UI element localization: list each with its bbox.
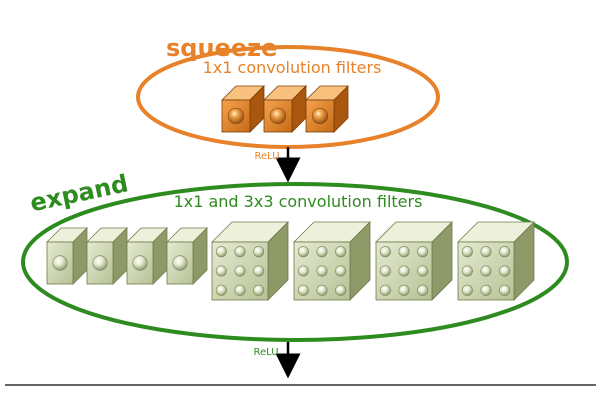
expand-subtitle: 1x1 and 3x3 convolution filters <box>174 192 423 211</box>
expand-filter-3x3-knob <box>297 265 309 277</box>
expand-filter-3x3-knob <box>480 265 492 277</box>
expand-filter-3x3-knob <box>297 246 309 258</box>
squeeze-filter-1x1 <box>305 85 349 133</box>
expand-filter-3x3-knob <box>379 265 391 277</box>
squeeze-section: squeeze 1x1 convolution filters <box>136 34 440 149</box>
expand-filter-3x3-knob <box>379 246 391 258</box>
expand-filter-3x3 <box>211 221 289 301</box>
squeeze-filter-1x1 <box>263 85 307 133</box>
expand-filter-3x3-knob <box>480 246 492 258</box>
expand-filter-3x3-knob <box>316 265 328 277</box>
squeeze-filters <box>221 85 349 133</box>
squeeze-relu-arrow: ReLU <box>254 147 301 183</box>
expand-filter-3x3 <box>457 221 535 301</box>
squeeze-filter-1x1-knob <box>269 107 287 125</box>
expand-filter-3x3-knob <box>335 265 347 277</box>
expand-filters <box>46 221 535 301</box>
expand-title: expand <box>28 169 131 217</box>
expand-activation-label: ReLU <box>253 347 278 358</box>
expand-filter-3x3-knob <box>379 284 391 296</box>
expand-filter-1x1 <box>46 227 88 285</box>
expand-filter-3x3-knob <box>398 265 410 277</box>
expand-filter-3x3-knob <box>417 284 429 296</box>
expand-filter-1x1-knob <box>52 255 68 271</box>
expand-filter-3x3-knob <box>417 265 429 277</box>
squeeze-title: squeeze <box>166 34 277 62</box>
expand-filter-3x3-knob <box>215 284 227 296</box>
expand-filter-3x3-knob <box>253 246 265 258</box>
expand-filter-3x3-knob <box>253 265 265 277</box>
expand-filter-3x3-knob <box>335 284 347 296</box>
expand-filter-1x1 <box>126 227 168 285</box>
squeeze-subtitle: 1x1 convolution filters <box>203 58 382 77</box>
expand-filter-3x3-knob <box>398 246 410 258</box>
expand-filter-1x1-knob <box>132 255 148 271</box>
expand-filter-3x3 <box>293 221 371 301</box>
expand-filter-3x3-knob <box>234 246 246 258</box>
expand-filter-3x3-knob <box>461 284 473 296</box>
expand-filter-1x1 <box>86 227 128 285</box>
expand-filter-1x1-knob <box>172 255 188 271</box>
squeeze-filter-1x1 <box>221 85 265 133</box>
expand-filter-3x3-knob <box>316 246 328 258</box>
expand-section: expand 1x1 and 3x3 convolution filters <box>21 169 569 342</box>
expand-filter-3x3-knob <box>234 265 246 277</box>
expand-filter-3x3-knob <box>480 284 492 296</box>
expand-ellipse <box>21 182 569 342</box>
expand-filter-3x3-knob <box>499 265 511 277</box>
expand-filter-3x3-knob <box>215 246 227 258</box>
expand-relu-arrow: ReLU <box>253 342 301 379</box>
expand-filter-3x3-knob <box>234 284 246 296</box>
squeeze-filter-1x1-knob <box>227 107 245 125</box>
squeeze-filter-1x1-knob <box>311 107 329 125</box>
expand-filter-3x3-knob <box>215 265 227 277</box>
expand-filter-3x3-knob <box>335 246 347 258</box>
squeeze-activation-label: ReLU <box>254 151 279 162</box>
expand-filter-3x3-knob <box>297 284 309 296</box>
expand-filter-3x3-knob <box>499 284 511 296</box>
expand-filter-3x3 <box>375 221 453 301</box>
expand-filter-3x3-knob <box>253 284 265 296</box>
expand-filter-3x3-knob <box>398 284 410 296</box>
expand-filter-3x3-knob <box>461 246 473 258</box>
expand-filter-1x1 <box>166 227 208 285</box>
expand-filter-3x3-knob <box>417 246 429 258</box>
expand-filter-3x3-knob <box>461 265 473 277</box>
expand-filter-3x3-knob <box>499 246 511 258</box>
expand-filter-1x1-knob <box>92 255 108 271</box>
expand-filter-3x3-knob <box>316 284 328 296</box>
